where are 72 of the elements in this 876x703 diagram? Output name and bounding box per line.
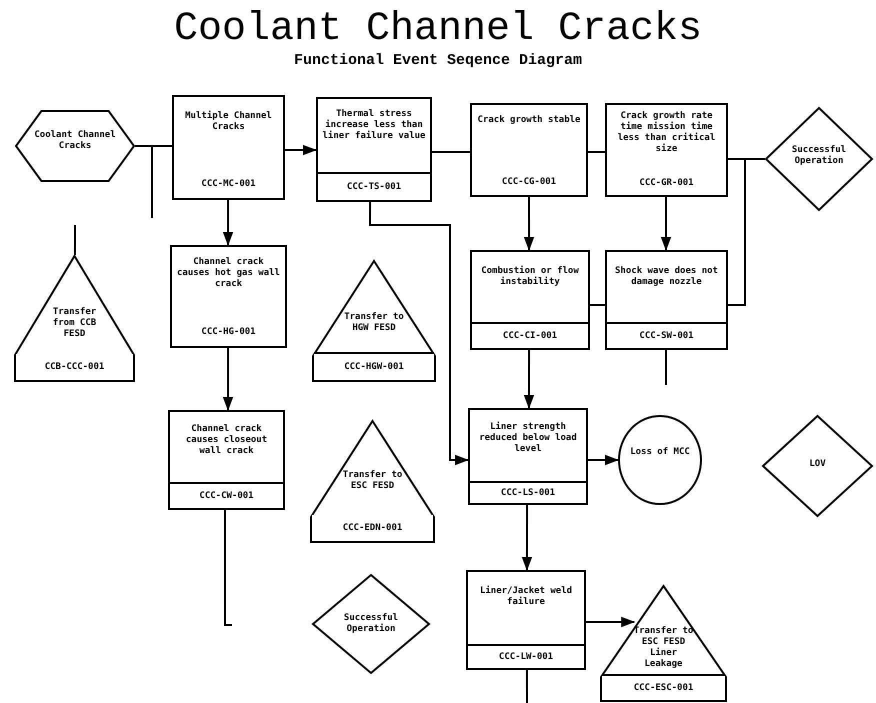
event-code: CCC-SW-001 bbox=[639, 331, 694, 341]
event-text: Crack growth rate time mission time less than critical size bbox=[616, 111, 716, 155]
event-text: Crack growth stable bbox=[476, 115, 582, 126]
event-text: Transfer to HGW FESD bbox=[343, 312, 405, 334]
end-circle bbox=[618, 415, 702, 505]
decision-diamond bbox=[312, 574, 430, 674]
connector-line bbox=[74, 225, 76, 255]
connector-line bbox=[224, 510, 232, 626]
arrow bbox=[660, 197, 672, 251]
arrow bbox=[588, 454, 619, 466]
process-box bbox=[470, 250, 590, 350]
arrow bbox=[522, 505, 532, 571]
transfer-triangle bbox=[14, 255, 135, 382]
diagram-title: Coolant Channel Cracks bbox=[172, 8, 704, 52]
event-code: CCC-GR-001 bbox=[639, 178, 694, 188]
event-text: Thermal stress increase less than liner failure value bbox=[322, 109, 426, 142]
connector-line bbox=[590, 304, 605, 306]
event-text: Successful Operation bbox=[790, 145, 848, 167]
process-box bbox=[466, 570, 586, 670]
arrow bbox=[222, 200, 234, 246]
arrow bbox=[524, 197, 534, 251]
arrow bbox=[524, 350, 534, 409]
event-text: Coolant Channel Cracks bbox=[33, 130, 117, 152]
event-text: Transfer from CCB FESD bbox=[52, 307, 98, 340]
event-text: Liner strength reduced below load level bbox=[478, 422, 578, 455]
arrow bbox=[369, 202, 469, 466]
event-text: Channel crack causes hot gas wall crack bbox=[176, 257, 281, 290]
event-text: Transfer to ESC FESD bbox=[342, 470, 404, 492]
event-code: CCC-CI-001 bbox=[502, 331, 558, 341]
process-box bbox=[470, 103, 588, 197]
connector-line bbox=[526, 670, 528, 703]
event-code: CCC-HG-001 bbox=[201, 327, 256, 337]
event-code: CCC-LS-001 bbox=[500, 488, 556, 498]
event-code: CCB-CCC-001 bbox=[44, 362, 104, 372]
decision-diamond bbox=[762, 415, 873, 517]
transfer-triangle bbox=[312, 260, 436, 382]
start-hexagon bbox=[15, 110, 135, 182]
arrow bbox=[586, 616, 636, 628]
connector-line bbox=[135, 145, 153, 218]
process-box bbox=[170, 245, 287, 348]
process-box bbox=[605, 103, 728, 197]
event-code: CCC-HGW-001 bbox=[344, 362, 404, 372]
diagram-subtitle: Functional Event Seqence Diagram bbox=[292, 52, 584, 69]
event-text: Multiple Channel Cracks bbox=[184, 111, 273, 133]
event-text: Channel crack causes closeout wall crack bbox=[184, 424, 268, 457]
process-box bbox=[468, 408, 588, 505]
transfer-triangle bbox=[600, 585, 727, 702]
event-text: Successful Operation bbox=[342, 613, 400, 635]
arrow bbox=[222, 348, 234, 411]
process-box bbox=[605, 250, 728, 350]
transfer-triangle bbox=[310, 420, 435, 543]
event-code: CCC-LW-001 bbox=[498, 652, 554, 662]
process-box bbox=[168, 410, 285, 510]
connector-line bbox=[665, 350, 667, 385]
event-code: CCC-MC-001 bbox=[201, 179, 256, 189]
process-box bbox=[172, 95, 285, 200]
event-text: Shock wave does not damage nozzle bbox=[614, 266, 719, 288]
connector-line bbox=[432, 150, 470, 154]
event-text: Liner/Jacket weld failure bbox=[478, 586, 574, 608]
event-text: Transfer to ESC FESD Liner Leakage bbox=[632, 626, 694, 670]
event-code: CCC-CW-001 bbox=[199, 491, 254, 501]
event-text: Loss of MCC bbox=[629, 447, 691, 458]
arrow bbox=[285, 144, 317, 156]
event-code: CCC-TS-001 bbox=[346, 182, 402, 192]
connector-line bbox=[588, 150, 605, 153]
process-box bbox=[316, 97, 432, 202]
event-code: CCC-EDN-001 bbox=[342, 523, 402, 533]
event-code: CCC-ESC-001 bbox=[634, 683, 694, 693]
event-text: Combustion or flow instability bbox=[480, 266, 580, 288]
event-text: LOV bbox=[808, 459, 827, 470]
event-code: CCC-CG-001 bbox=[502, 177, 556, 187]
decision-diamond bbox=[765, 107, 873, 211]
